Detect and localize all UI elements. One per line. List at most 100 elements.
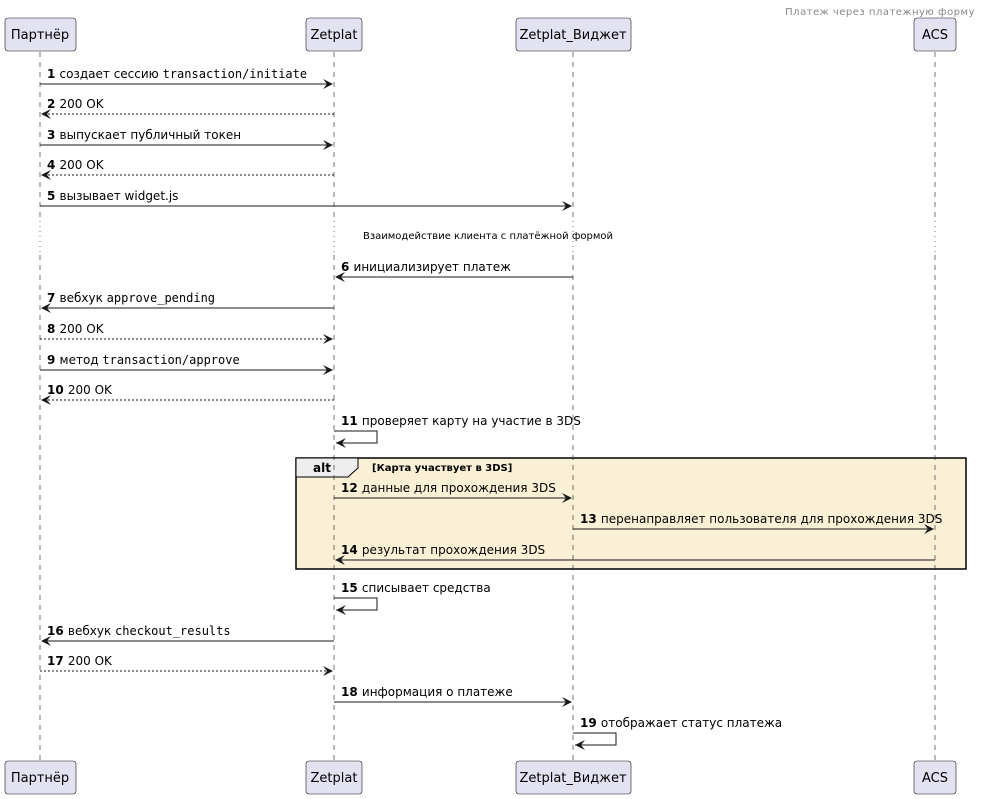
message-text: вебхук [68, 624, 115, 638]
message-number: 6 [341, 260, 354, 274]
message-number: 2 [47, 97, 60, 111]
message-number: 1 [47, 67, 60, 81]
arrowhead [575, 740, 585, 750]
message-text: инициализирует платеж [354, 260, 512, 274]
message-10: 10 200 OK [41, 383, 334, 405]
participant-label: Партнёр [11, 771, 69, 786]
message-4: 4 200 OK [41, 158, 334, 180]
message-5: 5 вызывает widget.js [40, 189, 572, 211]
arrowhead [335, 272, 345, 282]
message-number: 13 [580, 512, 601, 526]
arrowhead [562, 697, 572, 707]
message-text: проверяет карту на участие в 3DS [362, 414, 581, 428]
message-text: 200 OK [68, 654, 113, 668]
message-code: approve_pending [107, 291, 215, 305]
arrowhead [41, 395, 51, 405]
participant-label: Zetplat_Виджет [519, 28, 626, 43]
participant-label: Партнёр [11, 28, 69, 43]
message-label: 15 списывает средства [341, 581, 491, 595]
arrowhead [323, 666, 333, 676]
message-label: 10 200 OK [47, 383, 113, 397]
message-code: transaction/approve [102, 353, 239, 367]
self-arrow [334, 597, 378, 611]
alt-keyword: alt [313, 461, 331, 475]
message-11: 11 проверяет карту на участие в 3DS [334, 414, 581, 448]
message-code: checkout_results [115, 624, 231, 638]
arrowhead [323, 365, 333, 375]
message-text: вызывает widget.js [60, 189, 179, 203]
arrowhead [562, 493, 572, 503]
message-12: 12 данные для прохождения 3DS [334, 481, 572, 503]
participant-label: ACS [922, 28, 948, 43]
message-number: 17 [47, 654, 68, 668]
participant-bottom-2: Zetplat_Виджет [515, 760, 632, 795]
participant-box [305, 17, 363, 52]
arrowhead [41, 636, 51, 646]
message-6: 6 инициализирует платеж [335, 260, 573, 282]
self-arrow [573, 732, 617, 746]
message-1: 1 создает сессию transaction/initiate [40, 67, 333, 89]
participant-top-3: ACS [913, 17, 957, 52]
arrowhead [336, 605, 346, 615]
message-text: 200 OK [60, 322, 105, 336]
message-label: 3 выпускает публичный токен [47, 128, 241, 142]
alt-frame [295, 457, 967, 570]
participant-label: ACS [922, 771, 948, 786]
message-label: 14 результат прохождения 3DS [341, 543, 545, 557]
message-text: результат прохождения 3DS [362, 543, 545, 557]
message-number: 8 [47, 322, 60, 336]
message-number: 19 [580, 716, 601, 730]
message-text: метод [60, 353, 103, 367]
message-17: 17 200 OK [40, 654, 333, 676]
participant-box [4, 760, 77, 795]
message-3: 3 выпускает публичный токен [40, 128, 333, 150]
message-label: 17 200 OK [47, 654, 113, 668]
message-label: 6 инициализирует платеж [341, 260, 511, 274]
arrowhead [924, 524, 934, 534]
participant-top-0: Партнёр [4, 17, 77, 52]
message-text: списывает средства [362, 581, 491, 595]
participant-bottom-3: ACS [913, 760, 957, 795]
message-label: 5 вызывает widget.js [47, 189, 178, 203]
arrowhead [41, 170, 51, 180]
message-number: 12 [341, 481, 362, 495]
message-text: 200 OK [68, 383, 113, 397]
message-number: 10 [47, 383, 68, 397]
message-number: 4 [47, 158, 60, 172]
message-18: 18 информация о платеже [334, 685, 572, 707]
message-number: 5 [47, 189, 60, 203]
message-14: 14 результат прохождения 3DS [335, 543, 935, 565]
message-7: 7 вебхук approve_pending [41, 291, 334, 313]
participant-label: Zetplat [311, 28, 358, 43]
message-text: 200 OK [60, 97, 105, 111]
participant-box [913, 17, 957, 52]
participant-label: Zetplat_Виджет [519, 771, 626, 786]
message-label: 11 проверяет карту на участие в 3DS [341, 414, 581, 428]
message-code: transaction/initiate [163, 67, 308, 81]
message-number: 9 [47, 353, 60, 367]
message-number: 11 [341, 414, 362, 428]
arrowhead [562, 201, 572, 211]
message-text: вебхук [60, 291, 107, 305]
message-label: 9 метод transaction/approve [47, 353, 240, 367]
message-8: 8 200 OK [40, 322, 333, 344]
message-label: 16 вебхук checkout_results [47, 624, 231, 638]
message-9: 9 метод transaction/approve [40, 353, 333, 375]
message-text: создает сессию [60, 67, 163, 81]
message-label: 7 вебхук approve_pending [47, 291, 215, 305]
message-text: информация о платеже [362, 685, 513, 699]
arrowhead [323, 140, 333, 150]
message-15: 15 списывает средства [334, 581, 491, 615]
message-label: 18 информация о платеже [341, 685, 513, 699]
message-text: данные для прохождения 3DS [362, 481, 556, 495]
message-label: 2 200 OK [47, 97, 105, 111]
message-number: 3 [47, 128, 60, 142]
message-text: выпускает публичный токен [60, 128, 242, 142]
message-text: перенаправляет пользователя для прохожде… [601, 512, 942, 526]
message-label: 8 200 OK [47, 322, 105, 336]
alt-tab [295, 457, 359, 478]
participant-top-2: Zetplat_Виджет [515, 17, 632, 52]
self-arrow [334, 430, 378, 444]
participant-box [913, 760, 957, 795]
